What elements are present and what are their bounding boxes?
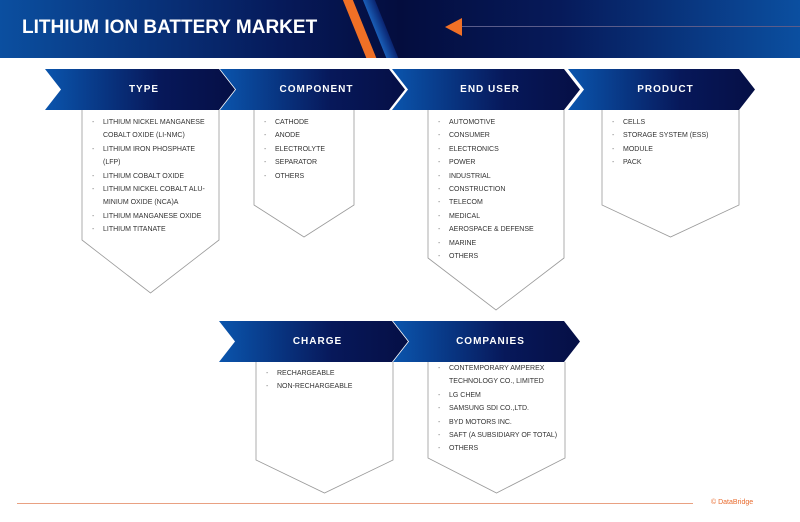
list-item: AUTOMOTIVE xyxy=(438,116,558,130)
list-item: ELECTRONICS xyxy=(438,143,558,157)
segment-list: CATHODEANODEELECTROLYTESEPARATOROTHERS xyxy=(264,116,354,183)
page-title: LITHIUM ION BATTERY MARKET xyxy=(22,17,318,38)
segment-list: AUTOMOTIVECONSUMERELECTRONICSPOWERINDUST… xyxy=(438,116,558,264)
list-item: PACK xyxy=(612,156,732,170)
brand-logo: © DataBridge xyxy=(711,499,754,506)
list-item: ELECTROLYTE xyxy=(264,143,354,157)
segment-header-type: TYPE xyxy=(45,69,235,110)
list-item: SAFT (A SUBSIDIARY OF TOTAL) xyxy=(438,429,562,443)
list-item: TELECOM xyxy=(438,196,558,210)
segment-header-component: COMPONENT xyxy=(220,69,405,110)
list-item: LITHIUM COBALT OXIDE xyxy=(92,170,207,184)
list-item: OTHERS xyxy=(264,170,354,184)
segment-list: LITHIUM NICKEL MANGANESE COBALT OXIDE (L… xyxy=(92,116,207,237)
list-item: MARINE xyxy=(438,237,558,251)
segment-header-product: PRODUCT xyxy=(568,69,755,110)
header-banner: LITHIUM ION BATTERY MARKET xyxy=(0,0,800,58)
list-item: SEPARATOR xyxy=(264,156,354,170)
segment-list: RECHARGEABLENON-RECHARGEABLE xyxy=(266,367,386,394)
list-item: ANODE xyxy=(264,129,354,143)
list-item: BYD MOTORS INC. xyxy=(438,416,562,430)
footer-divider xyxy=(17,503,693,504)
list-item: OTHERS xyxy=(438,442,562,456)
list-item: STORAGE SYSTEM (ESS) xyxy=(612,129,732,143)
list-item: LITHIUM NICKEL MANGANESE COBALT OXIDE (L… xyxy=(92,116,207,143)
segment-header-companies: COMPANIES xyxy=(393,321,580,362)
list-item: INDUSTRIAL xyxy=(438,170,558,184)
list-item: CONSTRUCTION xyxy=(438,183,558,197)
list-item: POWER xyxy=(438,156,558,170)
list-item: NON-RECHARGEABLE xyxy=(266,380,386,394)
list-item: RECHARGEABLE xyxy=(266,367,386,381)
list-item: MEDICAL xyxy=(438,210,558,224)
segment-header-end-user: END USER xyxy=(392,69,580,110)
list-item: LITHIUM IRON PHOSPHATE (LFP) xyxy=(92,143,207,170)
list-item: SAMSUNG SDI CO.,LTD. xyxy=(438,402,562,416)
list-item: LITHIUM MANGANESE OXIDE xyxy=(92,210,207,224)
arrow-line xyxy=(462,26,800,27)
segment-header-charge: CHARGE xyxy=(219,321,408,362)
list-item: OTHERS xyxy=(438,250,558,264)
list-item: AEROSPACE & DEFENSE xyxy=(438,223,558,237)
list-item: LITHIUM TITANATE xyxy=(92,223,207,237)
segment-list: CONTEMPORARY AMPEREX TECHNOLOGY CO., LIM… xyxy=(438,362,562,456)
list-item: CONSUMER xyxy=(438,129,558,143)
list-item: CONTEMPORARY AMPEREX TECHNOLOGY CO., LIM… xyxy=(438,362,562,389)
list-item: CELLS xyxy=(612,116,732,130)
list-item: LITHIUM NICKEL COBALT ALU-MINIUM OXIDE (… xyxy=(92,183,207,210)
arrow-left-icon xyxy=(445,18,462,36)
list-item: MODULE xyxy=(612,143,732,157)
segment-list: CELLSSTORAGE SYSTEM (ESS)MODULEPACK xyxy=(612,116,732,170)
segment-box xyxy=(255,362,394,494)
list-item: LG CHEM xyxy=(438,389,562,403)
list-item: CATHODE xyxy=(264,116,354,130)
